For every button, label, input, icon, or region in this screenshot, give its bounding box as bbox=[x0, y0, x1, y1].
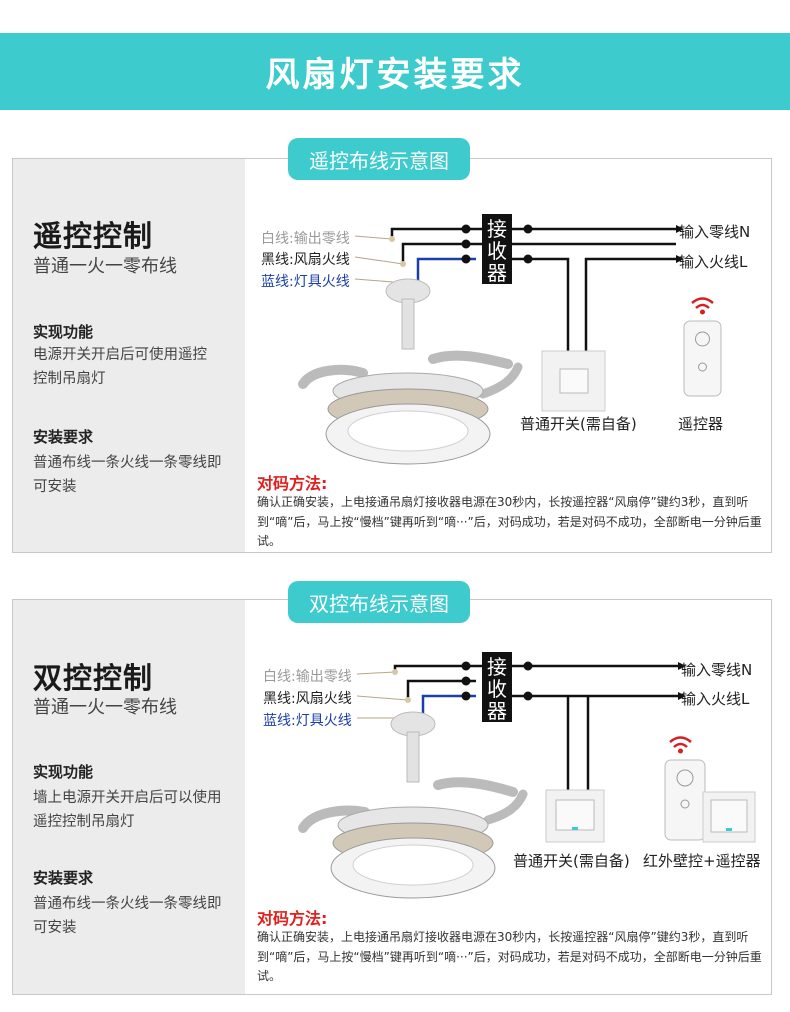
pairing-method-text: 确认正确安装，上电接通吊扇灯接收器电源在30秒内，长按遥控器“风扇停”键约3秒，… bbox=[257, 930, 762, 983]
remote-wiring-pill: 遥控布线示意图 bbox=[288, 138, 470, 180]
requirement-text: 普通布线一条火线一条零线即可安装 bbox=[33, 896, 222, 936]
panel-subtitle: 普通一火一零布线 bbox=[33, 697, 177, 718]
pairing-method-text: 确认正确安装，上电接通吊扇灯接收器电源在30秒内，长按遥控器“风扇停”键约3秒，… bbox=[257, 495, 762, 548]
feature-heading: 实现功能 bbox=[33, 323, 94, 341]
remote-label: 遥控器 bbox=[678, 415, 724, 433]
blue-wire-label: 蓝线:灯具火线 bbox=[261, 274, 350, 290]
requirement-heading: 安装要求 bbox=[33, 428, 94, 446]
panel-subtitle: 普通一火一零布线 bbox=[33, 256, 177, 277]
feature-text: 电源开关开启后可使用遥控控制吊扇灯 bbox=[33, 347, 207, 387]
feature-text: 墙上电源开关开启后可以使用遥控控制吊扇灯 bbox=[33, 790, 222, 830]
page-title: 风扇灯安装要求 bbox=[265, 55, 525, 95]
input-neutral-label: 输入零线N bbox=[681, 661, 753, 679]
remote-wiring-panel: 遥控控制 普通一火一零布线 实现功能 电源开关开启后可使用遥控控制吊扇灯 安装要… bbox=[12, 158, 772, 553]
input-live-label: 输入火线L bbox=[681, 690, 750, 708]
dual-control-panel: 双控控制 普通一火一零布线 实现功能 墙上电源开关开启后可以使用遥控控制吊扇灯 … bbox=[12, 599, 772, 995]
fan-light-illustration bbox=[298, 711, 528, 899]
white-wire-label: 白线:输出零线 bbox=[261, 231, 350, 247]
panel-left-column bbox=[13, 159, 245, 552]
switch-label: 普通开关(需自备) bbox=[513, 852, 630, 870]
header-banner: 风扇灯安装要求 bbox=[0, 33, 790, 110]
dual-control-pill: 双控布线示意图 bbox=[288, 581, 470, 623]
remote-control-illustration bbox=[664, 736, 706, 841]
remote-label: 红外壁控+遥控器 bbox=[643, 852, 761, 870]
blue-wire-label: 蓝线:灯具火线 bbox=[263, 713, 352, 729]
receiver-box: 接收器 bbox=[482, 214, 512, 284]
panel-left-column bbox=[13, 600, 245, 994]
wiring-diagram bbox=[298, 224, 722, 465]
wall-switch-illustration bbox=[545, 789, 605, 843]
feature-heading: 实现功能 bbox=[33, 763, 94, 781]
fan-light-illustration bbox=[298, 278, 523, 465]
panel-title: 遥控控制 bbox=[33, 219, 154, 253]
receiver-box: 接收器 bbox=[482, 652, 512, 722]
wiring-diagram bbox=[298, 661, 756, 899]
switch-label: 普通开关(需自备) bbox=[520, 415, 637, 433]
input-live-label: 输入火线L bbox=[679, 253, 748, 271]
black-wire-label: 黑线:风扇火线 bbox=[261, 252, 350, 268]
white-wire-label: 白线:输出零线 bbox=[263, 669, 352, 685]
wall-switch-illustration bbox=[541, 350, 606, 412]
requirement-heading: 安装要求 bbox=[33, 869, 94, 887]
remote-control-illustration bbox=[683, 297, 722, 397]
wall-remote-panel-illustration bbox=[702, 791, 756, 843]
black-wire-label: 黑线:风扇火线 bbox=[263, 691, 352, 707]
panel-title: 双控控制 bbox=[33, 661, 154, 695]
pairing-method-title: 对码方法: bbox=[257, 909, 328, 928]
pairing-method-title: 对码方法: bbox=[257, 474, 328, 493]
input-neutral-label: 输入零线N bbox=[679, 223, 751, 241]
requirement-text: 普通布线一条火线一条零线即可安装 bbox=[33, 455, 222, 495]
